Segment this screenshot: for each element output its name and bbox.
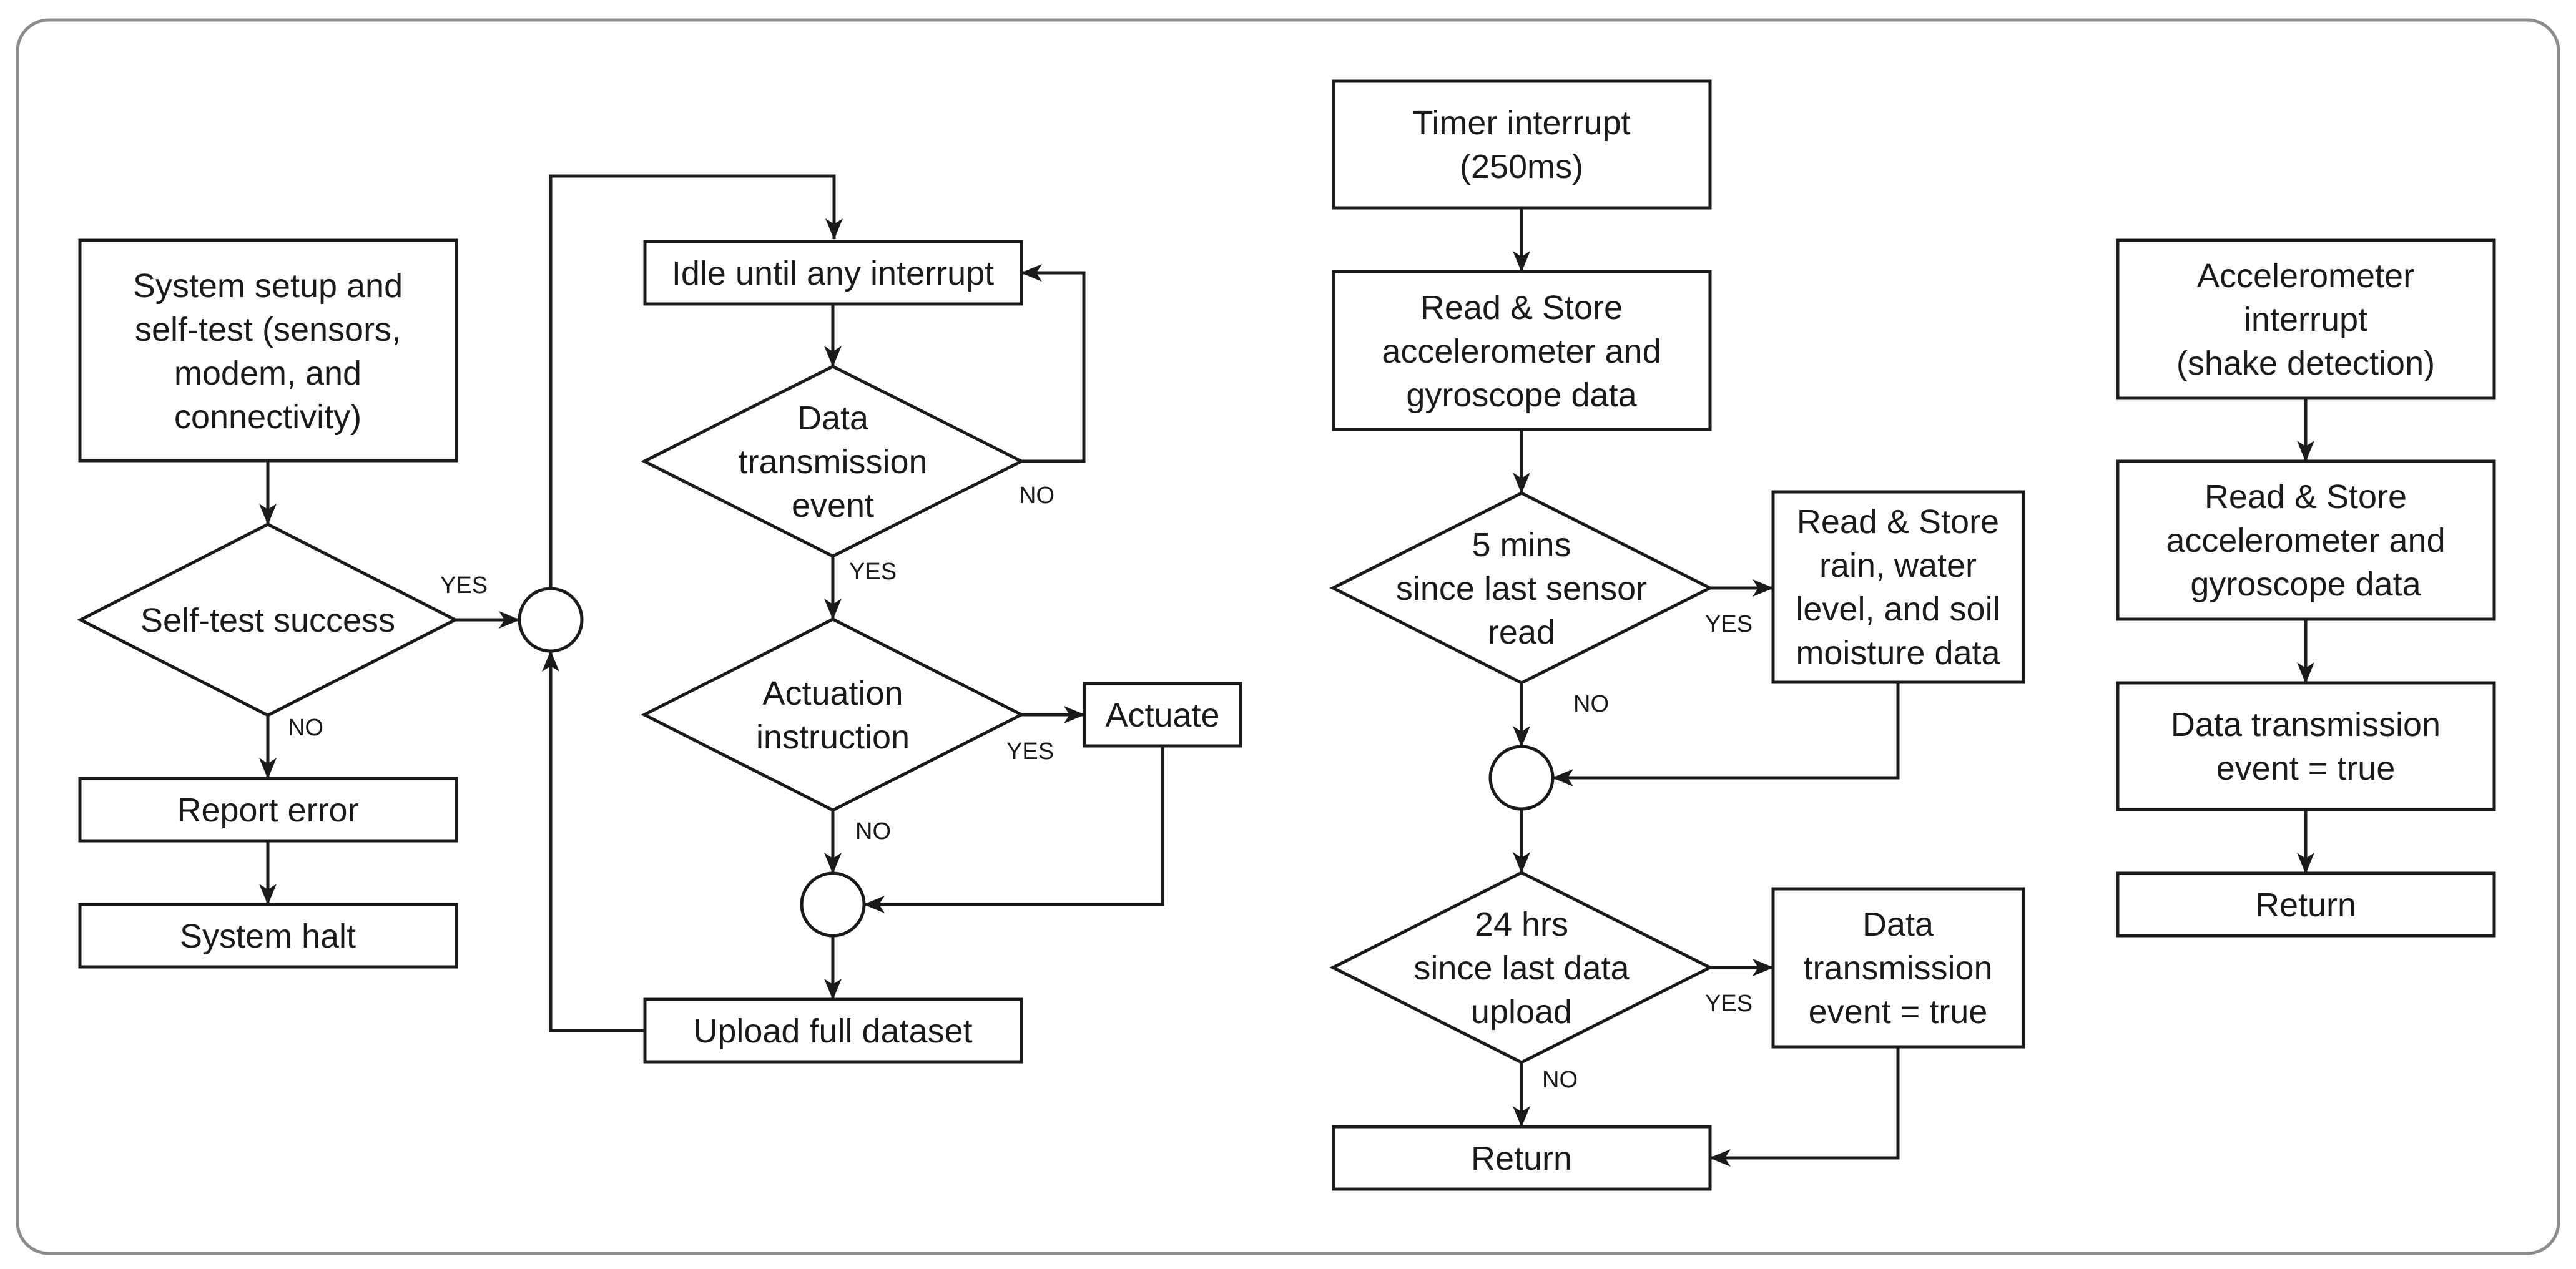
node-text-line: Upload full dataset	[693, 1012, 972, 1050]
node-text-line: gyroscope data	[2190, 566, 2421, 603]
node-text-line: rain, water	[1819, 547, 1977, 584]
node-text-line: Self-test success	[140, 602, 395, 639]
node-text-line: 24 hrs	[1475, 906, 1568, 943]
upload-dataset-text: Upload full dataset	[693, 1012, 972, 1050]
node-text-line: Data transmission	[2171, 706, 2441, 743]
read-store-accel-1-box	[1332, 270, 1712, 431]
actuate-box	[1083, 682, 1242, 748]
node-text-line: interrupt	[2244, 301, 2367, 338]
node-text-line: accelerometer and	[2166, 522, 2445, 559]
node-text-line: event = true	[1809, 993, 1988, 1031]
fivemins-yes-label: YES	[1705, 611, 1753, 637]
data-tx-true-2-box	[2116, 681, 2496, 811]
node-text-line: (shake detection)	[2176, 345, 2435, 382]
accel-interrupt-box	[2116, 238, 2496, 400]
upload-dataset-box	[643, 997, 1023, 1064]
node-text-line: Actuation	[762, 675, 903, 712]
node-text-line: Read & Store	[2205, 478, 2407, 516]
datatx-no-label: NO	[1019, 483, 1054, 509]
edge-datatx-no-loop	[1021, 264, 1086, 463]
node-text-line: connectivity)	[174, 398, 361, 436]
node-text-line: Data	[797, 399, 869, 437]
system-setup-text: System setup and self-test (sensors, modem…	[133, 267, 403, 436]
edge-merge-to-idle	[549, 174, 843, 589]
data-tx-true-2-text: Data transmission event = true	[2171, 706, 2441, 787]
node-text-line: Return	[1471, 1140, 1572, 1177]
data-tx-true-1-text: Data transmission event = true	[1803, 906, 1992, 1031]
self-test-text: Self-test success	[140, 602, 395, 639]
node-text-line: event = true	[2216, 750, 2396, 787]
merge-circle-main	[518, 587, 584, 653]
node-text-line: Return	[2255, 886, 2356, 924]
node-text-line: Timer interrupt	[1412, 104, 1630, 142]
node-text-line: Read & Store	[1420, 289, 1623, 326]
report-error-text: Report error	[177, 791, 358, 829]
selftest-no-label: NO	[288, 715, 323, 741]
actuate-text: Actuate	[1105, 697, 1219, 734]
edge-upload-to-merge	[542, 650, 645, 1032]
node-text-line: since last sensor	[1396, 570, 1647, 607]
return-2-box	[2116, 871, 2496, 938]
return-1-box	[1332, 1125, 1712, 1191]
actuation-yes-label: YES	[1006, 738, 1054, 765]
data-tx-true-1-box	[1771, 887, 2025, 1049]
node-text-line: 5 mins	[1472, 526, 1571, 564]
accel-interrupt-text: Accelerometer interrupt (shake detection)	[2176, 257, 2435, 382]
idle-text: Idle until any interrupt	[672, 255, 994, 292]
edge-rain-to-merge	[1552, 682, 1900, 786]
system-halt-text: System halt	[180, 918, 356, 955]
node-text-line: gyroscope data	[1406, 376, 1637, 414]
merge-circle-actuate	[800, 871, 866, 938]
node-text-line: System setup and	[133, 267, 403, 305]
node-text-line: System halt	[180, 918, 356, 955]
actuation-text: Actuation instruction	[756, 675, 910, 756]
node-text-line: Data	[1862, 906, 1934, 943]
read-store-accel-1-text: Read & Store accelerometer and gyroscope d…	[1382, 289, 1661, 414]
timer-interrupt-box	[1332, 79, 1712, 210]
read-store-accel-2-text: Read & Store accelerometer and gyroscope d…	[2166, 478, 2445, 603]
return-2-text: Return	[2255, 886, 2356, 924]
node-text-line: Accelerometer	[2197, 257, 2414, 295]
node-text-line: Actuate	[1105, 697, 1219, 734]
node-text-line: level, and soil	[1796, 590, 2000, 628]
node-text-line: since last data	[1413, 949, 1630, 987]
node-text-line: transmission	[738, 443, 927, 481]
node-text-line: moisture data	[1796, 634, 2000, 672]
system-setup-box	[78, 238, 458, 463]
datatx-yes-label: YES	[849, 559, 897, 585]
read-store-rain-text: Read & Store rain, water level, and soil mo…	[1796, 503, 2000, 672]
timer-interrupt-text: Timer interrupt (250ms)	[1412, 104, 1630, 185]
five-mins-text: 5 mins since last sensor read	[1396, 526, 1647, 651]
hrs24-yes-label: YES	[1705, 991, 1753, 1017]
edge-datatx-to-return	[1709, 1047, 1900, 1167]
selftest-yes-label: YES	[440, 572, 488, 599]
node-text-line: event	[792, 487, 874, 524]
node-text-line: Read & Store	[1797, 503, 1999, 541]
node-text-line: Idle until any interrupt	[672, 255, 994, 292]
edge-actuate-to-merge	[863, 746, 1164, 913]
merge-circle-sensor	[1488, 745, 1555, 811]
data-transmission-text: Data transmission event	[738, 399, 927, 524]
node-text-line: upload	[1471, 993, 1572, 1031]
return-1-text: Return	[1471, 1140, 1572, 1177]
node-text-line: Report error	[177, 791, 358, 829]
node-text-line: self-test (sensors,	[135, 311, 401, 348]
actuation-no-label: NO	[855, 818, 891, 845]
hrs24-no-label: NO	[1542, 1067, 1578, 1093]
node-text-line: instruction	[756, 718, 910, 756]
fivemins-no-label: NO	[1573, 691, 1609, 717]
node-text-line: accelerometer and	[1382, 333, 1661, 370]
node-text-line: (250ms)	[1460, 148, 1583, 185]
node-text-line: read	[1488, 614, 1555, 651]
hrs24-text: 24 hrs since last data upload	[1413, 906, 1630, 1031]
node-text-line: modem, and	[174, 355, 361, 392]
node-text-line: transmission	[1803, 949, 1992, 987]
